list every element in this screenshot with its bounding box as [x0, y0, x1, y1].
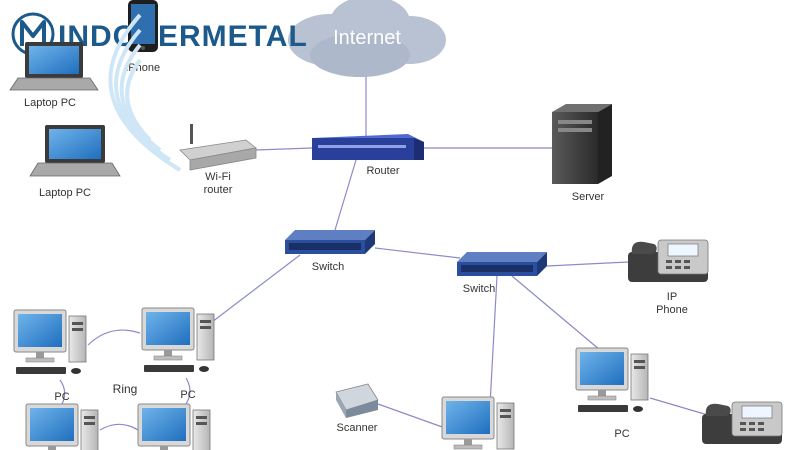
ring-link-top [87, 329, 141, 346]
link-router-switch1 [334, 159, 357, 231]
internet-cloud: Internet [288, 0, 446, 77]
pc-bottom-middle [441, 396, 515, 450]
router-device: Router [312, 134, 424, 177]
ip-phone-2 [701, 401, 783, 445]
link-wifi-router [255, 147, 313, 151]
laptop-1-label: Laptop PC [24, 97, 76, 109]
server-label: Server [572, 191, 605, 203]
link-scanner-pcbottom [377, 403, 446, 429]
server-device: Server [552, 104, 612, 203]
ring-label: Ring [113, 382, 138, 396]
connection-lines [59, 66, 719, 431]
laptop-2-label: Laptop PC [39, 187, 91, 199]
pc-right-label: PC [614, 428, 629, 440]
wifi-signal-waves [108, 13, 182, 172]
iphone-device: iPhone [126, 0, 160, 74]
ring-pc-top-left [13, 309, 87, 375]
pc-right: PC [575, 347, 649, 440]
laptop-1: Laptop PC [9, 42, 99, 109]
router-label: Router [366, 165, 399, 177]
ring-pc-right-label: PC [180, 389, 195, 401]
scanner-device: Scanner [335, 383, 379, 434]
switch-2-label: Switch [463, 283, 495, 295]
link-switch1-switch2 [374, 247, 461, 259]
laptop-2: Laptop PC [29, 125, 121, 199]
link-switch1-ringpc [211, 254, 301, 323]
ring-link-bottom [99, 423, 139, 431]
ring-pc-top-right [141, 307, 215, 373]
internet-label: Internet [333, 27, 401, 49]
ring-pc-bottom-right [137, 403, 211, 450]
link-switch2-ipphone [546, 261, 629, 267]
link-switch2-pcright [511, 275, 601, 351]
switch-1-device: Switch [285, 230, 375, 273]
ring-pc-bottom-left [25, 403, 99, 450]
ring-pc-left-label: PC [54, 391, 69, 403]
ring-link-right [185, 377, 191, 405]
switch-2-device: Switch [457, 252, 547, 295]
brand-name: INDOVERMETAL [58, 20, 308, 53]
link-switch2-pcbottom [489, 275, 498, 406]
ring-link-left [59, 379, 66, 405]
switch-1-label: Switch [312, 261, 344, 273]
scanner-label: Scanner [337, 422, 378, 434]
